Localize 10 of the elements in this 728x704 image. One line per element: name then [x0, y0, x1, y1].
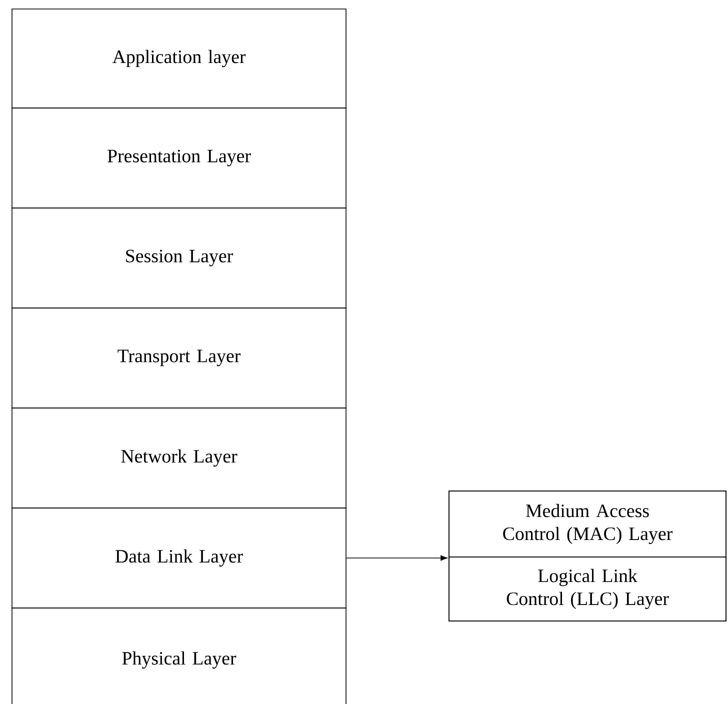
- layer-box: Network Layer: [12, 408, 346, 508]
- layer-box: Application layer: [12, 8, 346, 108]
- layer-box: Data Link Layer: [12, 508, 346, 608]
- layer-box: Session Layer: [12, 208, 346, 308]
- layer-box: Physical Layer: [12, 608, 346, 704]
- layer-box: Transport Layer: [12, 308, 346, 408]
- sublayer-box: Logical Link Control (LLC) Layer: [448, 556, 726, 622]
- layer-box: Presentation Layer: [12, 108, 346, 208]
- sublayer-box: Medium Access Control (MAC) Layer: [448, 490, 726, 558]
- arrow: [346, 555, 448, 561]
